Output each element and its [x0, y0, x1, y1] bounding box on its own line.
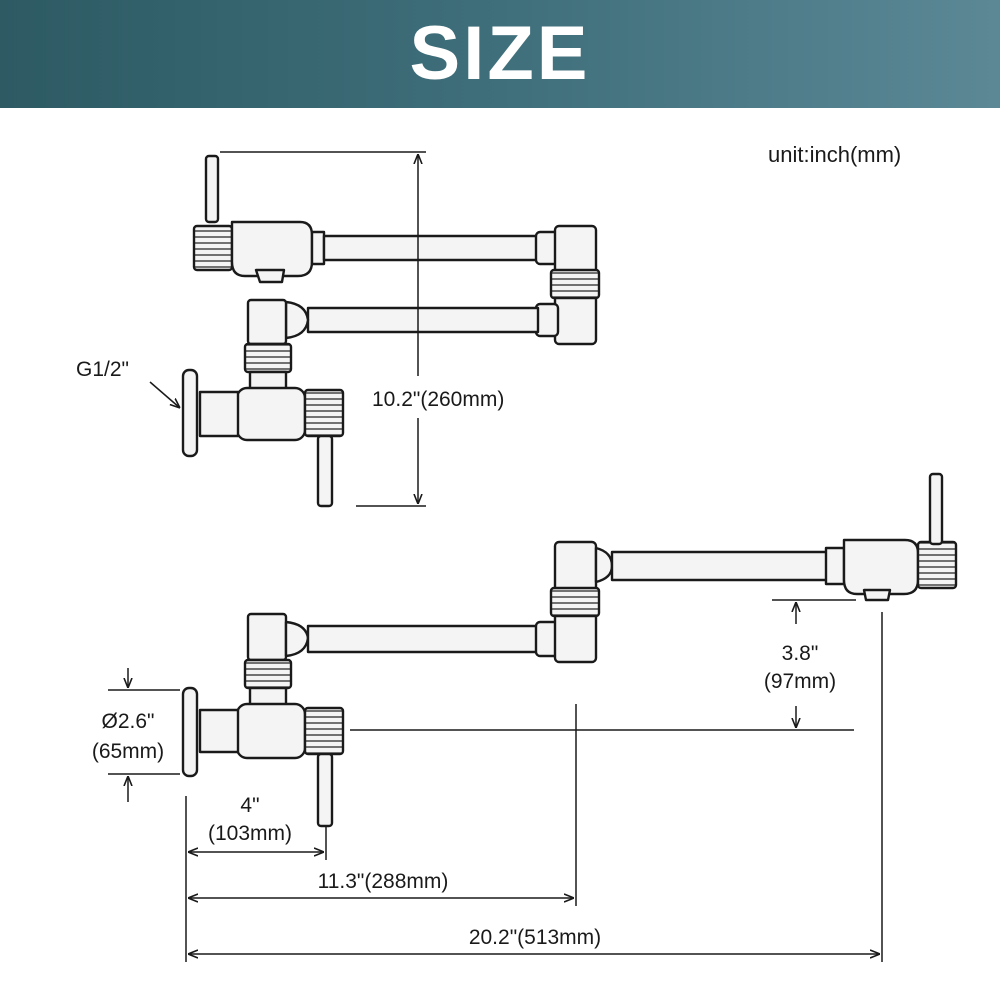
second-arm — [610, 550, 830, 582]
dimension-height — [220, 151, 426, 507]
spout-outlet — [862, 588, 892, 602]
handle-lever — [204, 154, 220, 224]
handle-lever — [928, 472, 944, 546]
pipe-collar — [310, 230, 326, 266]
spout-drop-mm: (97mm) — [764, 670, 836, 693]
hex-nut — [243, 342, 293, 374]
wall-shank — [198, 390, 240, 438]
hex-nut — [303, 388, 345, 438]
valve-outlet — [254, 268, 286, 284]
upper-arm — [322, 234, 540, 262]
pipe-collar — [284, 620, 310, 658]
pipe-collar — [594, 546, 614, 584]
height-label: 10.2"(260mm) — [372, 388, 504, 411]
valve-reach-mm: (103mm) — [208, 822, 292, 845]
hex-nut — [549, 586, 601, 618]
flange-dia-mm: (65mm) — [92, 740, 164, 763]
swivel-elbow — [246, 298, 288, 346]
spout-drop-inch: 3.8" — [782, 642, 819, 665]
header-banner: SIZE — [0, 0, 1000, 108]
handle-lever — [316, 434, 334, 508]
swivel-elbow — [246, 612, 288, 662]
extended-faucet — [181, 472, 958, 828]
total-reach-label: 20.2"(513mm) — [469, 926, 601, 949]
hex-nut — [243, 658, 293, 690]
thread-label: G1/2" — [76, 358, 129, 381]
thread-leader — [149, 381, 180, 408]
wall-flange — [181, 686, 199, 778]
valve-body — [230, 220, 314, 278]
pipe-collar — [284, 300, 310, 340]
wall-flange — [181, 368, 199, 458]
handle-lever — [316, 752, 334, 828]
shutoff-valve-body — [235, 386, 307, 442]
folded-faucet — [181, 154, 601, 508]
pipe-collar — [824, 546, 846, 586]
valve-reach-inch: 4" — [240, 794, 259, 817]
unit-label: unit:inch(mm) — [768, 142, 902, 167]
flange-dia-inch: Ø2.6" — [102, 710, 155, 733]
shutoff-valve-body — [235, 702, 307, 760]
spout-body — [842, 538, 920, 596]
pipe-collar — [534, 302, 560, 338]
lower-arm — [306, 306, 540, 334]
first-arm-reach-label: 11.3"(288mm) — [318, 870, 449, 893]
reference-lines — [108, 599, 883, 962]
hex-nut — [549, 268, 601, 300]
page-title: SIZE — [409, 11, 591, 96]
hex-nut — [916, 540, 958, 590]
wall-shank — [198, 708, 240, 754]
hex-nut — [303, 706, 345, 756]
hex-nut — [192, 224, 234, 272]
dimension-reach — [188, 852, 880, 954]
first-arm — [306, 624, 540, 654]
